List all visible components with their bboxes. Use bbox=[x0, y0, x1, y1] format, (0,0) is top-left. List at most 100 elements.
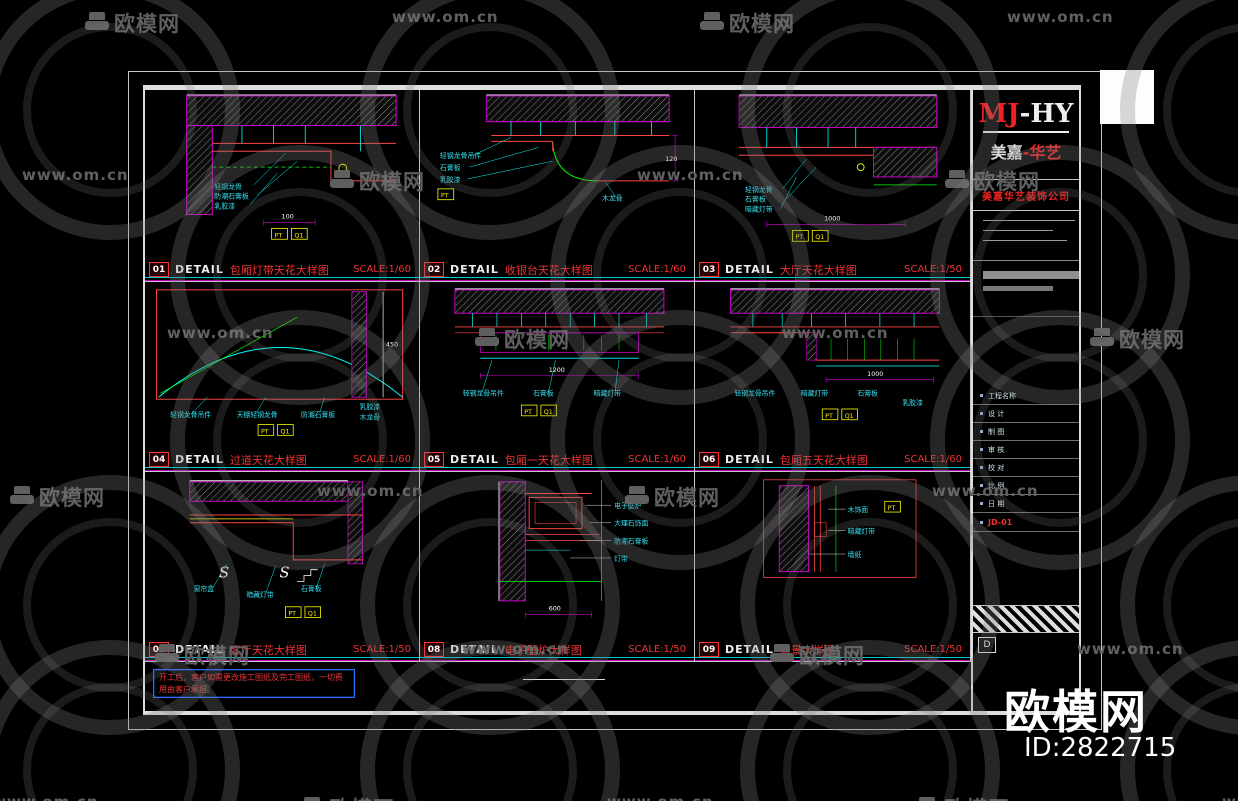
detail-drawing-08: 电子壁炉 大理石饰面 防潮石膏板 灯带 600 bbox=[420, 472, 694, 640]
sheet-frame: 轻钢龙骨 防潮石膏板 乳胶漆 灯带 100 PT Q1 01 DETAIL bbox=[143, 85, 1081, 715]
detail-scale: SCALE:1/50 bbox=[353, 644, 411, 655]
drawing-geometry bbox=[763, 479, 917, 578]
tag-label: PT bbox=[441, 192, 449, 200]
annotation-label: 木龙骨 bbox=[602, 194, 623, 203]
drawing-geometry bbox=[738, 94, 938, 242]
watermark-url: www.om.cn bbox=[0, 793, 99, 801]
drawing-geometry bbox=[454, 288, 665, 417]
title-field-row: 审 核 bbox=[973, 441, 1079, 459]
watermark-url: www.om.cn bbox=[1007, 8, 1114, 26]
detail-title: 过道天花大样图 bbox=[229, 453, 307, 467]
tag-label: Q1 bbox=[281, 428, 290, 435]
detail-label: DETAIL bbox=[175, 643, 224, 656]
logo-mj: MJ bbox=[978, 99, 1020, 129]
detail-label: DETAIL bbox=[175, 453, 224, 466]
drawing-07-svg: S S 窗帘盒 暗藏灯带 石膏板 PT Q1 bbox=[189, 480, 363, 618]
brand-cn-b: -华艺 bbox=[1022, 142, 1062, 162]
watermark-brand: 欧模网 bbox=[300, 793, 395, 801]
drawing-06-svg: 1000 轻钢龙骨吊件 暗藏灯带 石膏板 乳胶漆 PT Q1 bbox=[729, 288, 940, 421]
logo-hy: -HY bbox=[1019, 99, 1074, 129]
dimension-label: 1000 bbox=[867, 371, 883, 378]
detail-scale: SCALE:1/60 bbox=[628, 454, 686, 465]
detail-titlebar-05: 05 DETAIL 包厢一天花大样图 SCALE:1/60 bbox=[420, 450, 694, 471]
watermark-brand-text: 欧模网 bbox=[729, 12, 795, 36]
detail-scale: SCALE:1/60 bbox=[628, 264, 686, 275]
corner-box bbox=[1100, 70, 1154, 124]
annotation-label: 石膏板 bbox=[533, 388, 554, 397]
detail-cell-04: 450 轻钢龙骨吊件 天棚轻钢龙骨 防潮石膏板 乳胶漆 木龙骨 PT Q1 04 bbox=[145, 282, 420, 472]
detail-scale: SCALE:1/60 bbox=[353, 264, 411, 275]
detail-titlebar-01: 01 DETAIL 包厢灯带天花大样图 SCALE:1/60 bbox=[145, 260, 419, 281]
tag-label: PT bbox=[795, 233, 803, 241]
watermark-url: www.om.cn bbox=[392, 8, 499, 26]
drawing-02-svg: 轻钢龙骨吊件 石膏板 乳胶漆 木龙骨 120 PT bbox=[437, 94, 679, 203]
logo-block: MJ-HY 美嘉-华艺 bbox=[973, 90, 1079, 180]
detail-title: 收银台天花大样图 bbox=[504, 263, 593, 277]
annotation-label: 乳胶漆 bbox=[440, 175, 461, 184]
detail-label: DETAIL bbox=[450, 263, 499, 276]
section-symbol: S bbox=[280, 564, 290, 581]
dimension-label: 120 bbox=[665, 155, 677, 163]
watermark-brand: 欧模网 bbox=[10, 482, 105, 512]
detail-number: 05 bbox=[424, 452, 444, 467]
tag-label: PT bbox=[825, 413, 833, 420]
detail-cell-06: 1000 轻钢龙骨吊件 暗藏灯带 石膏板 乳胶漆 PT Q1 06 DETAIL bbox=[695, 282, 971, 472]
detail-number: 07 bbox=[149, 642, 169, 657]
field-label: 制 图 bbox=[988, 427, 1005, 436]
detail-cell-03: 轻钢龙骨 石膏板 暗藏灯带 1000 PT Q1 03 DETAIL 大厅天花大 bbox=[695, 90, 971, 282]
annotation-label: 暗藏灯带 bbox=[801, 388, 828, 397]
title-field-row: 设 计 bbox=[973, 405, 1079, 423]
drawing-08-svg: 电子壁炉 大理石饰面 防潮石膏板 灯带 600 bbox=[498, 479, 648, 618]
annotation-label: 轻钢龙骨 bbox=[214, 182, 242, 191]
tag-label: PT bbox=[261, 428, 269, 435]
drawing-09-svg: 木饰面 暗藏灯带 墙纸 PT bbox=[763, 479, 917, 578]
logo-underline bbox=[983, 130, 1069, 133]
detail-number: 03 bbox=[699, 262, 719, 277]
drawing-04-svg: 450 轻钢龙骨吊件 天棚轻钢龙骨 防潮石膏板 乳胶漆 木龙骨 PT Q1 bbox=[156, 289, 404, 436]
field-label: 设 计 bbox=[988, 409, 1005, 418]
detail-title: 包厢一天花大样图 bbox=[504, 453, 593, 467]
detail-grid: 轻钢龙骨 防潮石膏板 乳胶漆 灯带 100 PT Q1 01 DETAIL bbox=[145, 90, 971, 711]
title-block: MJ-HY 美嘉-华艺 美嘉华艺装饰公司 工程名称 bbox=[971, 90, 1079, 711]
drawing-sheet: 轻钢龙骨 防潮石膏板 乳胶漆 灯带 100 PT Q1 01 DETAIL bbox=[128, 71, 1102, 730]
tag-label: PT bbox=[288, 611, 296, 618]
sheet-footer-strip: 开工后，客户如需更改施工图纸及完工图纸，一切费用由客户承担。 bbox=[145, 662, 971, 711]
detail-scale: SCALE:1/50 bbox=[628, 644, 686, 655]
annotation-label: 防潮石膏板 bbox=[614, 536, 648, 545]
detail-drawing-01: 轻钢龙骨 防潮石膏板 乳胶漆 灯带 100 PT Q1 bbox=[145, 90, 419, 260]
annotation-label: 暗藏灯带 bbox=[745, 205, 773, 214]
tag-label: Q1 bbox=[845, 413, 854, 420]
rev-row: D bbox=[973, 633, 1079, 657]
annotation-label: 灯带 bbox=[335, 180, 349, 189]
annotation-label: 天棚轻钢龙骨 bbox=[237, 410, 278, 419]
title-field-row: 日 期 bbox=[973, 495, 1079, 513]
detail-label: DETAIL bbox=[725, 453, 774, 466]
detail-number: 08 bbox=[424, 642, 444, 657]
site-logo-text: 欧模网 bbox=[1004, 685, 1148, 739]
detail-number: 01 bbox=[149, 262, 169, 277]
construction-note: 开工后，客户如需更改施工图纸及完工图纸，一切费用由客户承担。 bbox=[153, 669, 355, 699]
annotation-label: 木龙骨 bbox=[360, 413, 381, 422]
annotation-label: 乳胶漆 bbox=[902, 398, 923, 407]
drawing-geometry bbox=[156, 289, 404, 436]
detail-titlebar-02: 02 DETAIL 收银台天花大样图 SCALE:1/60 bbox=[420, 260, 694, 281]
dimension-label: 100 bbox=[282, 212, 294, 220]
annotation-label: 暗藏灯带 bbox=[848, 527, 875, 536]
company-name: 美嘉华艺装饰公司 bbox=[973, 180, 1079, 211]
annotation-label: 石膏板 bbox=[301, 584, 322, 593]
detail-label: DETAIL bbox=[450, 453, 499, 466]
watermark-url: www.om.cn bbox=[1222, 793, 1238, 801]
drawing-number: JD-01 bbox=[988, 517, 1013, 527]
watermark-brand: 欧模网 bbox=[915, 793, 1010, 801]
detail-cell-08: 电子壁炉 大理石饰面 防潮石膏板 灯带 600 08 DETAIL 电子壁炉大样… bbox=[420, 472, 695, 662]
detail-label: DETAIL bbox=[725, 643, 774, 656]
drawing-geometry bbox=[437, 94, 679, 201]
annotation-label: 电子壁炉 bbox=[614, 501, 641, 510]
detail-cell-09: 木饰面 暗藏灯带 墙纸 PT 09 DETAIL 背景大样图 SCALE:1/5… bbox=[695, 472, 971, 662]
watermark-url: www.om.cn bbox=[607, 793, 714, 801]
detail-titlebar-08: 08 DETAIL 电子壁炉大样图 SCALE:1/50 bbox=[420, 640, 694, 661]
field-label: 校 对 bbox=[988, 463, 1005, 472]
detail-scale: SCALE:1/50 bbox=[904, 644, 962, 655]
detail-number: 06 bbox=[699, 452, 719, 467]
